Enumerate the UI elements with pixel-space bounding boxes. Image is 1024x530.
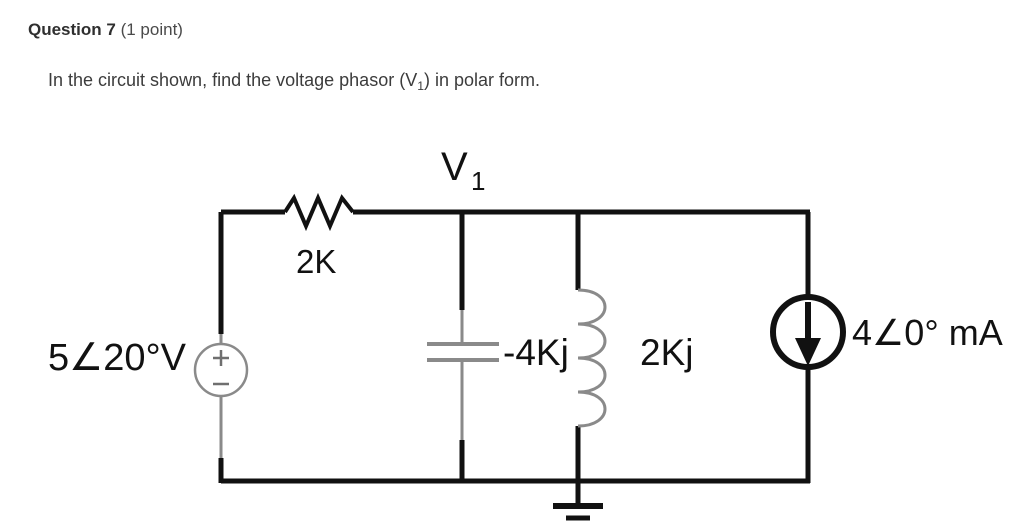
inductor-icon	[577, 288, 607, 428]
circuit-diagram: V 1 2K -4Kj 2Kj 5∠20°V 4∠0° mA	[0, 110, 1024, 530]
question-header: Question 7 (1 point)	[28, 20, 183, 40]
prompt-subscript: 1	[417, 79, 425, 93]
resistor-label: 2K	[296, 243, 336, 280]
question-number: Question 7	[28, 20, 116, 39]
question-prompt: In the circuit shown, find the voltage p…	[48, 70, 541, 93]
voltage-source-icon	[193, 342, 249, 398]
circuit-labels: V 1 2K -4Kj 2Kj 5∠20°V 4∠0° mA	[48, 145, 1003, 379]
current-source-icon	[770, 294, 846, 370]
circuit-wires	[218, 209, 811, 484]
node-label-v1: V	[441, 145, 468, 189]
current-source-label: 4∠0° mA	[852, 312, 1003, 353]
question-points: (1 point)	[120, 20, 183, 39]
inductor-label: 2Kj	[640, 332, 693, 373]
node-label-v1-subscript: 1	[471, 166, 485, 196]
resistor-icon	[283, 192, 355, 232]
capacitor-label: -4Kj	[503, 332, 569, 373]
voltage-source-label: 5∠20°V	[48, 337, 187, 379]
prompt-text-after: ) in polar form.	[424, 70, 541, 90]
capacitor-icon	[427, 342, 499, 362]
prompt-text-before: In the circuit shown, find the voltage p…	[48, 70, 418, 90]
ground-icon	[553, 481, 603, 521]
down-arrow-icon	[795, 302, 821, 366]
